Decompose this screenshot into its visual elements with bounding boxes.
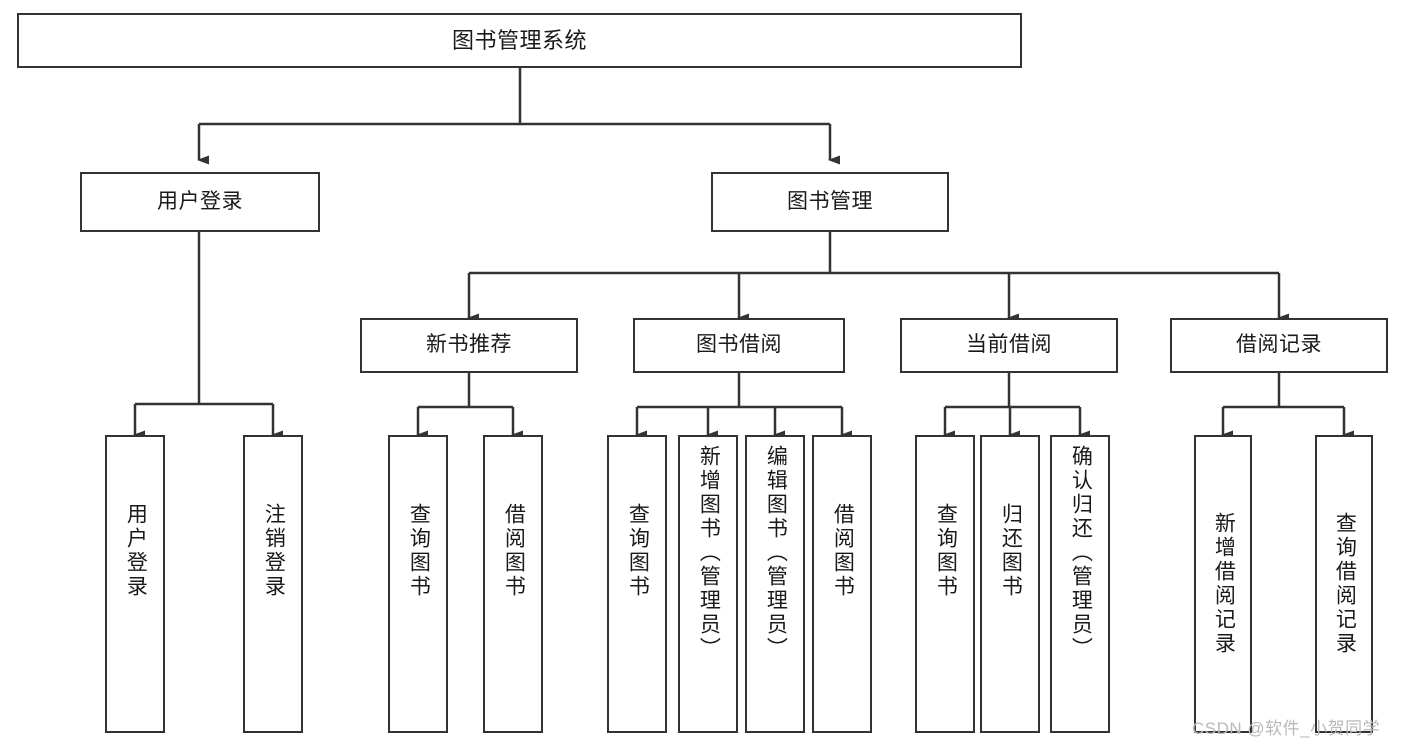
node-label: 查询图书: [934, 503, 958, 599]
node-label: 查询图书: [626, 503, 650, 599]
node-label: 查询借阅记录: [1333, 512, 1357, 656]
node-label: 图书借阅: [696, 333, 782, 357]
node-label: 图书管理: [787, 189, 873, 213]
node-label: 借阅图书: [831, 503, 855, 599]
leaf-confirm-return-admin[interactable]: 确认归还（管理员）: [1050, 435, 1110, 733]
leaf-query-book-recommend[interactable]: 查询图书: [388, 435, 448, 733]
node-user-login[interactable]: 用户登录: [80, 172, 320, 232]
leaf-borrow-book[interactable]: 借阅图书: [812, 435, 872, 733]
node-book-management[interactable]: 图书管理: [711, 172, 949, 232]
leaf-user-login[interactable]: 用户登录: [105, 435, 165, 733]
node-book-borrow[interactable]: 图书借阅: [633, 318, 845, 373]
leaf-logout[interactable]: 注销登录: [243, 435, 303, 733]
csdn-watermark: CSDN @软件_小贺同学: [1192, 719, 1381, 738]
node-label: 借阅图书: [502, 503, 526, 599]
node-label: 借阅记录: [1236, 333, 1322, 357]
node-current-borrow[interactable]: 当前借阅: [900, 318, 1118, 373]
leaf-return-book[interactable]: 归还图书: [980, 435, 1040, 733]
leaf-edit-book-admin[interactable]: 编辑图书（管理员）: [745, 435, 805, 733]
node-label: 新书推荐: [426, 333, 512, 357]
node-label: 图书管理系统: [451, 27, 587, 53]
node-label: 新增借阅记录: [1212, 512, 1236, 656]
node-root-system[interactable]: 图书管理系统: [17, 13, 1022, 68]
node-label: 归还图书: [999, 503, 1023, 599]
node-new-book-recommend[interactable]: 新书推荐: [360, 318, 578, 373]
node-label: 确认归还（管理员）: [1069, 445, 1093, 661]
leaf-borrow-book-recommend[interactable]: 借阅图书: [483, 435, 543, 733]
node-label: 查询图书: [407, 503, 431, 599]
node-label: 用户登录: [157, 189, 243, 213]
node-label: 新增图书（管理员）: [697, 445, 721, 661]
node-borrow-record[interactable]: 借阅记录: [1170, 318, 1388, 373]
node-label: 编辑图书（管理员）: [764, 445, 788, 661]
leaf-add-book-admin[interactable]: 新增图书（管理员）: [678, 435, 738, 733]
node-label: 注销登录: [262, 503, 286, 599]
leaf-query-borrow-record[interactable]: 查询借阅记录: [1315, 435, 1373, 733]
node-label: 当前借阅: [966, 333, 1052, 357]
node-label: 用户登录: [124, 503, 148, 599]
leaf-query-book-current[interactable]: 查询图书: [915, 435, 975, 733]
leaf-add-borrow-record[interactable]: 新增借阅记录: [1194, 435, 1252, 733]
leaf-query-book-borrow[interactable]: 查询图书: [607, 435, 667, 733]
